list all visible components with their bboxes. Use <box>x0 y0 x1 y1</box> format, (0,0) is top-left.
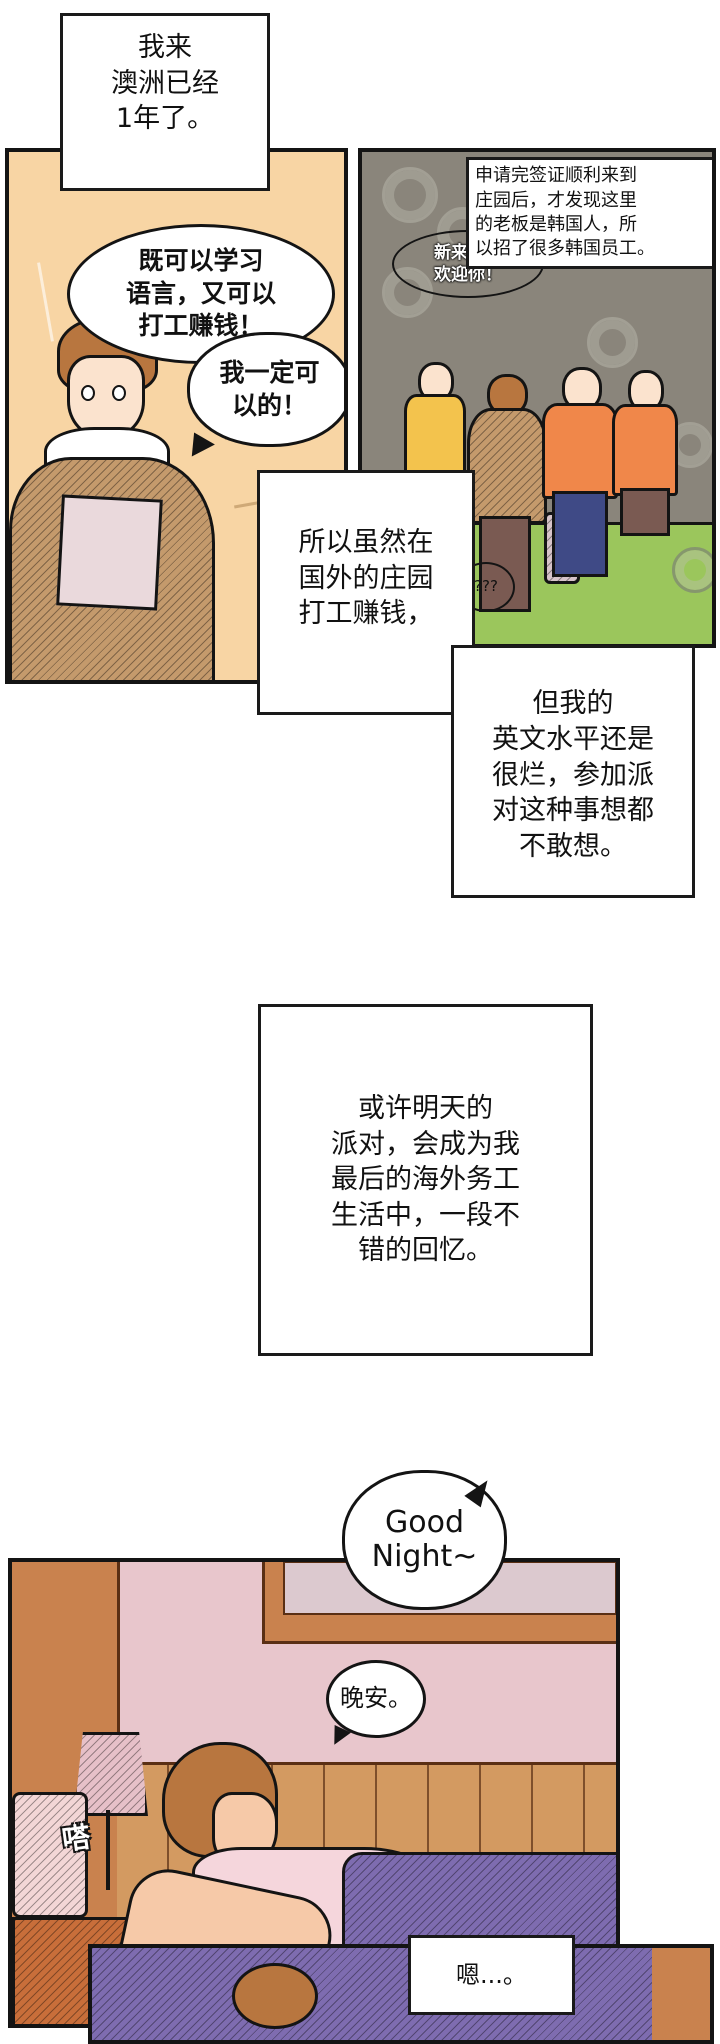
eye-left <box>81 385 95 401</box>
caption-line: 错的回忆。 <box>358 1235 493 1267</box>
caption-abroad: 所以虽然在 国外的庄园 打工赚钱， <box>257 470 475 715</box>
caption-visa: 申请完签证顺利来到 庄园后，才发现这里 的老板是韩国人，所 以招了很多韩国员工。 <box>466 157 712 269</box>
bubble-line: 晚安。 <box>340 1684 412 1713</box>
papers <box>56 494 163 611</box>
caption-line: 英文水平还是 <box>492 724 654 756</box>
protagonist-back-view <box>467 374 547 614</box>
speech-bubble-wanan: 晚安。 <box>326 1660 426 1738</box>
caption-line: 生活中，一段不 <box>331 1199 520 1231</box>
swirl-pattern <box>587 317 638 368</box>
caption-line: 庄园后，才发现这里 <box>475 189 637 211</box>
caption-memory: 或许明天的 派对，会成为我 最后的海外务工 生活中，一段不 错的回忆。 <box>258 1004 593 1356</box>
caption-english: 但我的 英文水平还是 很烂，参加派 对这种事想都 不敢想。 <box>451 645 695 898</box>
caption-line: 我来 <box>138 32 192 63</box>
caption-line: 嗯...。 <box>456 1961 527 1989</box>
caption-line: 澳洲已经 <box>111 67 219 99</box>
swirl-pattern <box>672 547 712 593</box>
wood-panel <box>652 1948 710 2040</box>
lamp-stem <box>106 1810 110 1890</box>
swirl-pattern <box>382 167 438 223</box>
sfx-click: 嗒 <box>60 1820 93 1857</box>
speech-bubble-can-do: 我一定可 以的！ <box>187 332 344 447</box>
caption-line: 最后的海外务工 <box>331 1164 520 1196</box>
panel-farm-arrival: 新来的？ 欢迎你！ ??? 申请完签证顺利来到 庄园后，才发现这里 的老板是韩国… <box>358 148 716 648</box>
caption-line: 1年了。 <box>115 103 215 135</box>
caption-line: 国外的庄园 <box>298 562 434 594</box>
panel-protagonist-reading: 既可以学习 语言，又可以 打工赚钱！ 我一定可 以的！ <box>5 148 348 684</box>
pillow <box>12 1792 88 1918</box>
bubble-line: 欢迎你！ <box>434 265 502 285</box>
caption-line: 很烂，参加派 <box>492 759 654 791</box>
caption-line: 打工赚钱， <box>298 598 434 630</box>
speech-bubble-good-night: Good Night~ <box>342 1470 507 1610</box>
bubble-line: Night~ <box>371 1539 478 1574</box>
caption-line: 派对，会成为我 <box>331 1128 520 1160</box>
caption-line: 不敢想。 <box>519 830 627 862</box>
bubble-line: 我一定可 <box>219 358 320 387</box>
protagonist-figure <box>9 317 229 680</box>
caption-line: 对这种事想都 <box>492 795 654 827</box>
bubble-line: 既可以学习 <box>138 246 264 276</box>
caption-intro: 我来 澳洲已经 1年了。 <box>60 13 270 191</box>
bubble-line: ??? <box>474 577 498 596</box>
caption-line: 但我的 <box>532 688 614 720</box>
panel-next-scene <box>88 1944 714 2044</box>
caption-line: 或许明天的 <box>358 1092 493 1124</box>
bubble-line: Good <box>385 1504 464 1540</box>
caption-hmm: 嗯...。 <box>408 1935 575 2015</box>
coworker-orange-vest-1 <box>542 367 618 577</box>
caption-line: 以招了很多韩国员工。 <box>475 238 655 260</box>
blanket <box>92 1948 710 2040</box>
hair-top <box>232 1963 318 2029</box>
bubble-line: 以的！ <box>231 390 307 420</box>
coworker-orange-vest-2 <box>612 370 678 570</box>
caption-line: 申请完签证顺利来到 <box>475 165 637 187</box>
eye-right <box>112 385 126 401</box>
caption-line: 所以虽然在 <box>298 527 434 558</box>
bubble-line: 语言，又可以 <box>125 278 276 308</box>
caption-line: 的老板是韩国人，所 <box>475 214 637 235</box>
